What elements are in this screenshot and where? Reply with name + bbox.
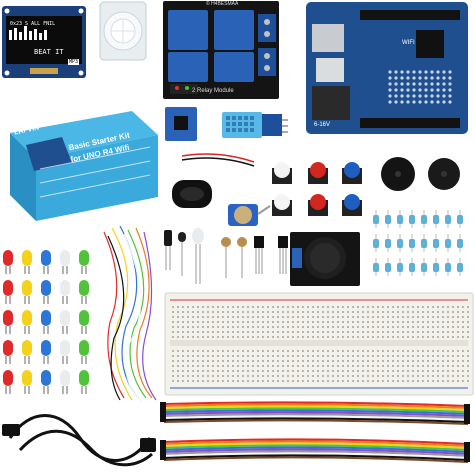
jumper-wires-icon bbox=[103, 225, 157, 403]
relay-top-text: © H4BESMAA bbox=[206, 1, 239, 7]
push-buttons bbox=[268, 160, 368, 224]
potentiometer bbox=[222, 196, 272, 232]
kit-box: LAFVIN Basic Starter Kit for UNO R4 Wifi bbox=[0, 105, 162, 223]
pir-sensor-icon bbox=[99, 1, 147, 61]
buzzer-icon bbox=[381, 157, 460, 191]
breadboard-icon bbox=[164, 292, 474, 396]
module-icon bbox=[165, 107, 197, 141]
speaker-icon bbox=[172, 153, 255, 208]
dupont-ribbon bbox=[160, 398, 472, 470]
arduino-wifi-label: WIFI bbox=[402, 40, 415, 46]
dht11-sensor bbox=[220, 108, 290, 142]
led-icon bbox=[3, 250, 89, 394]
oled-line-3: MP3 bbox=[68, 59, 80, 65]
speaker bbox=[168, 150, 258, 214]
oled-line-2: BEAT IT bbox=[34, 48, 64, 56]
oled-display: 0x23 S ALL FNIL BEAT IT MP3 bbox=[0, 4, 88, 80]
misc-components bbox=[160, 226, 300, 290]
usb-cable-icon bbox=[2, 414, 156, 467]
jumper-wires bbox=[96, 222, 162, 404]
relay-module-icon bbox=[163, 1, 279, 99]
dht11-sensor-icon bbox=[222, 112, 288, 138]
arduino-voltage-label: 6-16V bbox=[314, 122, 331, 128]
breadboard-large bbox=[164, 292, 474, 396]
dupont-ribbon-icon bbox=[160, 401, 470, 463]
kit-box-icon bbox=[10, 111, 158, 221]
buzzers bbox=[378, 154, 470, 196]
resistors bbox=[370, 204, 472, 280]
usb-cable bbox=[0, 398, 160, 470]
joystick-icon bbox=[290, 232, 360, 286]
potentiometer-icon bbox=[228, 204, 271, 226]
arduino-board: WIFI 6-16V bbox=[304, 0, 470, 136]
joystick-module bbox=[288, 228, 362, 290]
small-module bbox=[164, 106, 198, 142]
relay-label: 2 Relay Module bbox=[192, 88, 234, 94]
oled-line-1: 0x23 S ALL FNIL bbox=[10, 21, 56, 27]
pir-sensor bbox=[98, 0, 148, 62]
arduino-board-icon bbox=[306, 2, 468, 134]
push-button-icon bbox=[272, 162, 362, 216]
oled-display-icon bbox=[2, 6, 86, 78]
transistor-icon bbox=[164, 228, 288, 284]
resistor-icon bbox=[373, 210, 463, 276]
relay-module: © H4BESMAA 2 Relay Module bbox=[162, 0, 280, 100]
led-grid bbox=[0, 244, 96, 396]
